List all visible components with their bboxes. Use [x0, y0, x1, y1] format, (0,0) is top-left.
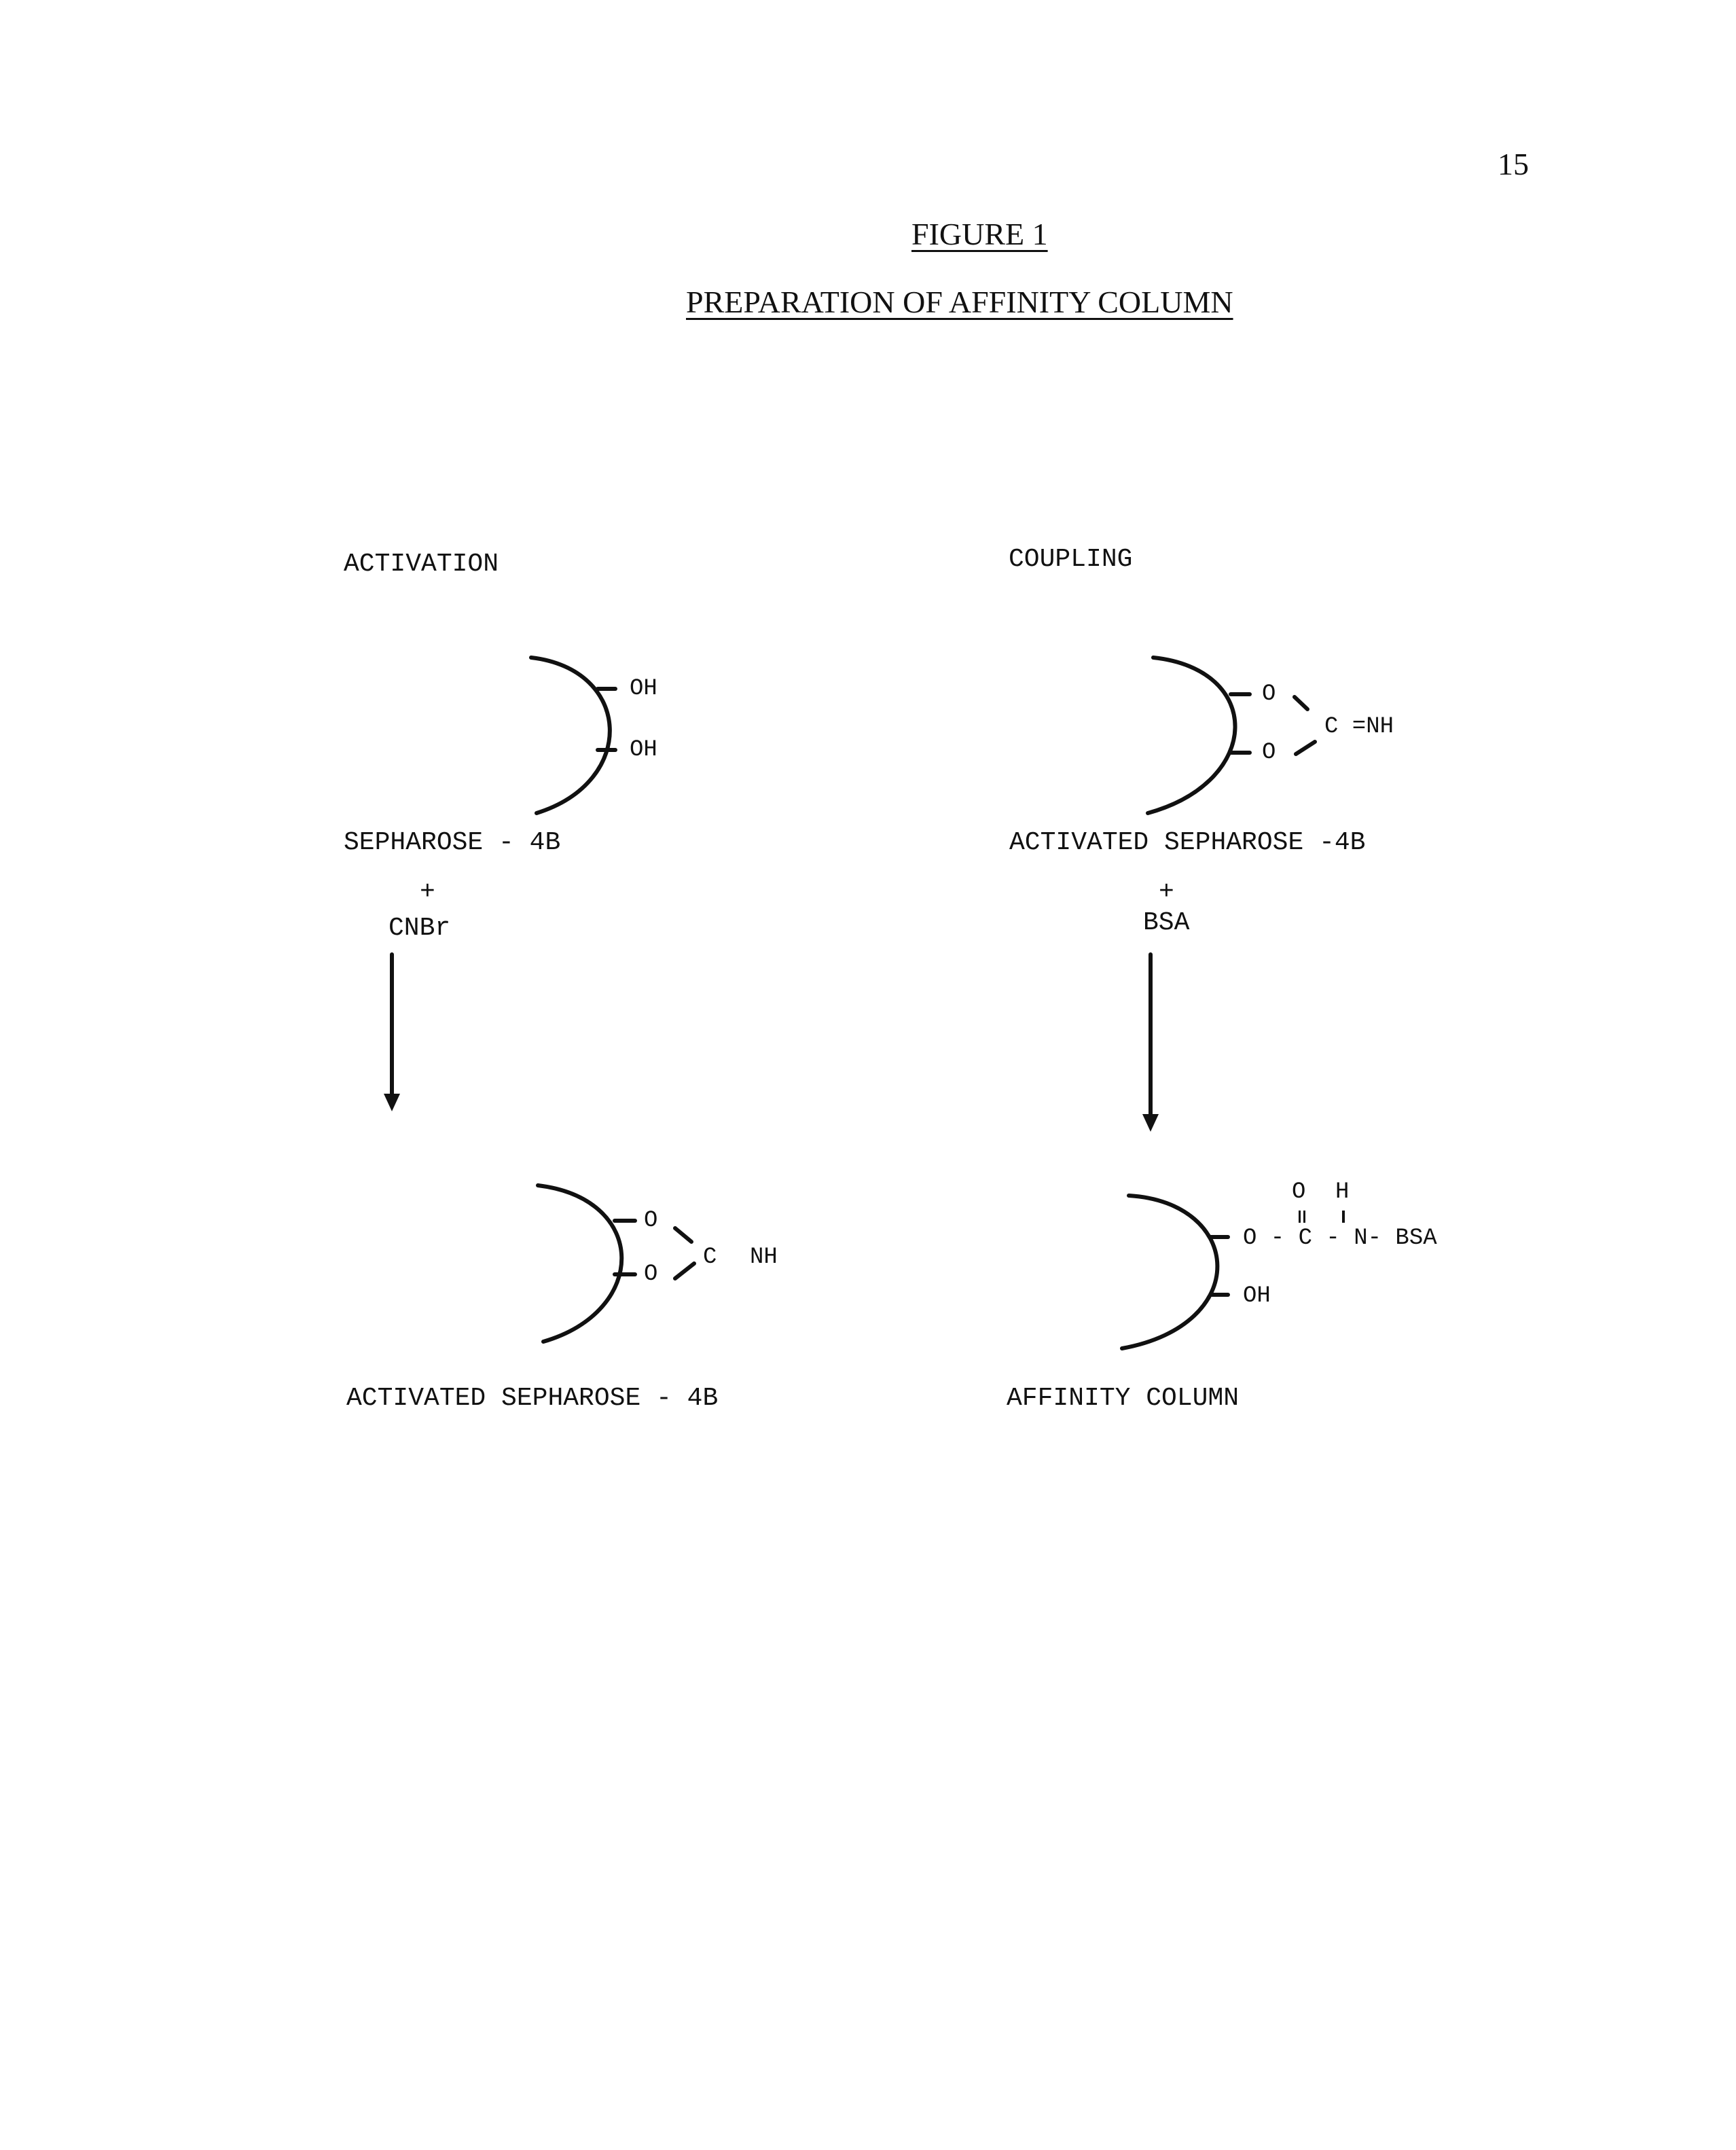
bond-n-h	[1342, 1211, 1345, 1223]
amide-h: H	[1335, 1179, 1350, 1205]
figure-title: PREPARATION OF AFFINITY COLUMN	[686, 285, 1233, 319]
sepharose-oh-top: OH	[630, 676, 657, 702]
affinity-column-name: AFFINITY COLUMN	[1007, 1384, 1240, 1413]
bond-o-c-top-left	[673, 1226, 693, 1244]
bond-o-c-bottom-right	[1294, 740, 1317, 756]
bead-sepharose	[529, 656, 612, 815]
reagent-cnbr: CNBr	[388, 914, 451, 943]
activated-right-o-bottom: O	[1262, 740, 1276, 766]
activation-heading: ACTIVATION	[344, 550, 499, 579]
bead-affinity	[1120, 1194, 1220, 1350]
activation-plus: +	[420, 878, 435, 907]
page-number: 15	[1498, 147, 1529, 181]
bead-activated-left	[536, 1183, 624, 1344]
coupling-plus: +	[1159, 878, 1174, 907]
activated-sepharose-name-right: ACTIVATED SEPHAROSE -4B	[1009, 828, 1366, 857]
activated-right-o-top: O	[1262, 681, 1276, 707]
arrow-coupling-head	[1142, 1114, 1159, 1132]
amide-carbonyl-o: O	[1292, 1179, 1306, 1205]
reagent-bsa: BSA	[1143, 908, 1190, 937]
coupling-heading: COUPLING	[1009, 545, 1133, 574]
affinity-oh: OH	[1243, 1283, 1271, 1309]
bond-c-o-double-1	[1299, 1211, 1301, 1223]
sepharose-oh-bottom: OH	[630, 737, 657, 763]
figure-label: FIGURE 1	[911, 217, 1048, 251]
activated-left-o-bottom: O	[644, 1261, 658, 1287]
bond-o-c-top-right	[1292, 695, 1309, 711]
activated-left-carbon: C	[703, 1244, 717, 1270]
arrow-activation-head	[384, 1094, 400, 1111]
bond-c-o-double-2	[1303, 1211, 1305, 1223]
activated-right-imine: C =NH	[1324, 714, 1394, 740]
activated-left-nh: NH	[750, 1244, 778, 1270]
sepharose-name: SEPHAROSE - 4B	[344, 828, 561, 857]
bond-o-c-bottom-left	[673, 1261, 696, 1280]
affinity-chain: O - C - N- BSA	[1243, 1225, 1437, 1251]
activated-left-o-top: O	[644, 1208, 658, 1234]
activated-sepharose-name-left: ACTIVATED SEPHAROSE - 4B	[346, 1384, 719, 1413]
bead-activated-right	[1146, 656, 1237, 815]
